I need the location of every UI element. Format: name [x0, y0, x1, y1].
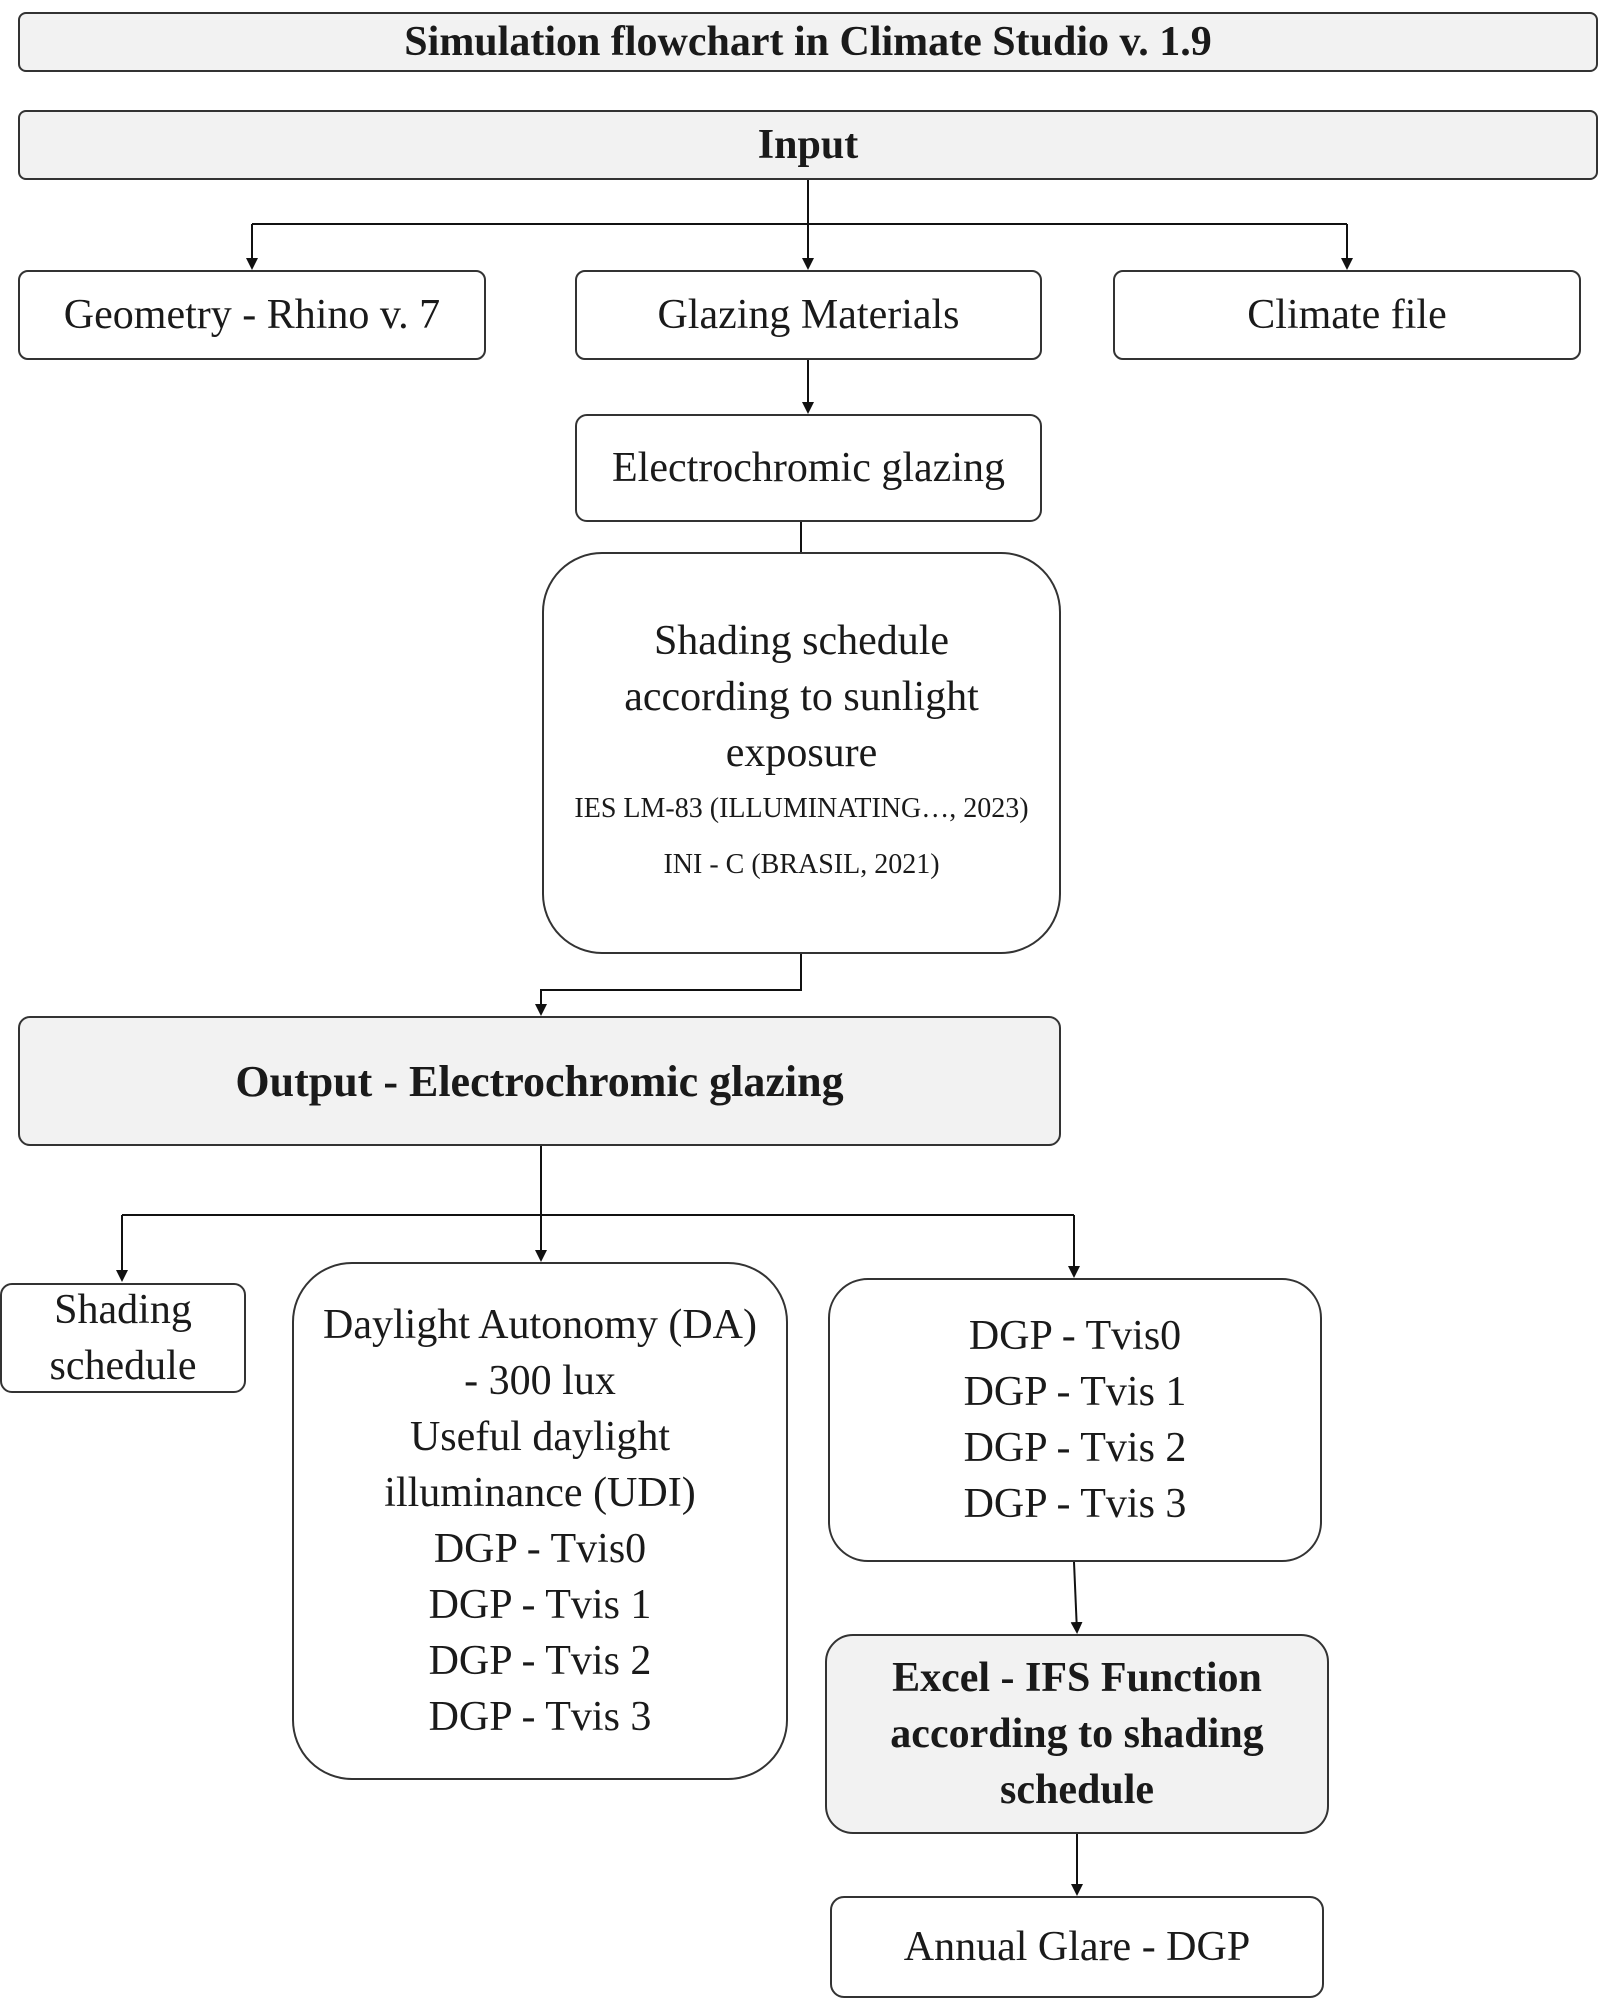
- shading-output-line-2: schedule: [49, 1343, 197, 1389]
- climate-file-label: Climate file: [1247, 292, 1447, 338]
- annual-glare-box: Annual Glare - DGP: [830, 1896, 1324, 1998]
- dgp-line-2: DGP - Tvis 1: [963, 1369, 1187, 1415]
- electrochromic-box: Electrochromic glazing: [575, 414, 1042, 522]
- metrics-line-1: Daylight Autonomy (DA): [323, 1302, 757, 1348]
- shading-schedule-box: Shading schedule according to sunlight e…: [542, 552, 1061, 954]
- page-title: Simulation flowchart in Climate Studio v…: [404, 19, 1212, 65]
- glazing-materials-label: Glazing Materials: [657, 292, 960, 338]
- title-box: Simulation flowchart in Climate Studio v…: [18, 12, 1598, 72]
- arrow-to-excel: [1070, 1561, 1083, 1634]
- shading-schedule-line-3: exposure: [725, 730, 878, 776]
- metrics-box: Daylight Autonomy (DA) - 300 lux Useful …: [292, 1262, 788, 1780]
- metrics-line-7: DGP - Tvis 2: [428, 1638, 652, 1684]
- input-box: Input: [18, 110, 1598, 180]
- dgp-line-4: DGP - Tvis 3: [963, 1481, 1187, 1527]
- metrics-line-4: illuminance (UDI): [384, 1470, 696, 1516]
- reference-ies: IES LM-83 (ILLUMINATING…, 2023): [574, 793, 1029, 824]
- shading-schedule-line-2: according to sunlight: [624, 674, 979, 720]
- glazing-materials-box: Glazing Materials: [575, 270, 1042, 360]
- output-box: Output - Electrochromic glazing: [18, 1016, 1061, 1146]
- excel-line-1: Excel - IFS Function: [892, 1655, 1262, 1701]
- excel-box: Excel - IFS Function according to shadin…: [825, 1634, 1329, 1834]
- shading-schedule-line-1: Shading schedule: [653, 618, 950, 664]
- metrics-line-2: - 300 lux: [464, 1358, 616, 1404]
- output-label: Output - Electrochromic glazing: [235, 1056, 844, 1106]
- shading-output-line-1: Shading: [54, 1287, 192, 1333]
- metrics-line-5: DGP - Tvis0: [433, 1526, 647, 1572]
- shading-schedule-output-box: Shading schedule: [0, 1283, 246, 1393]
- metrics-line-3: Useful daylight: [409, 1414, 671, 1460]
- metrics-line-8: DGP - Tvis 3: [428, 1694, 652, 1740]
- climate-file-box: Climate file: [1113, 270, 1581, 360]
- annual-glare-label: Annual Glare - DGP: [903, 1924, 1251, 1970]
- metrics-line-6: DGP - Tvis 1: [428, 1582, 652, 1628]
- excel-line-3: schedule: [999, 1767, 1154, 1813]
- dgp-line-1: DGP - Tvis0: [968, 1313, 1182, 1359]
- reference-ini: INI - C (BRASIL, 2021): [663, 849, 940, 880]
- dgp-line-3: DGP - Tvis 2: [963, 1425, 1187, 1471]
- geometry-label: Geometry - Rhino v. 7: [63, 292, 441, 338]
- dgp-box: DGP - Tvis0 DGP - Tvis 1 DGP - Tvis 2 DG…: [828, 1278, 1322, 1562]
- geometry-box: Geometry - Rhino v. 7: [18, 270, 486, 360]
- excel-line-2: according to shading: [890, 1711, 1264, 1757]
- electrochromic-label: Electrochromic glazing: [612, 445, 1005, 491]
- input-label: Input: [757, 122, 859, 168]
